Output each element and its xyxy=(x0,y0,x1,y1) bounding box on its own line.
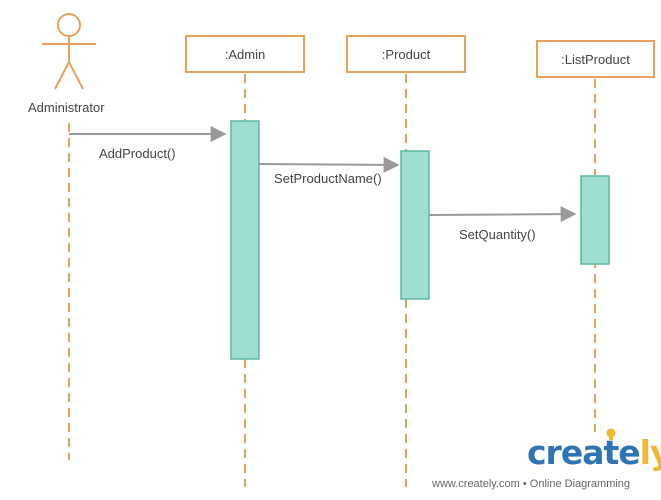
message-arrow-setproductname xyxy=(258,156,400,173)
admin-activation xyxy=(230,120,260,360)
object-admin-label: :Admin xyxy=(224,46,266,62)
creately-tagline[interactable]: www.creately.com • Online Diagramming xyxy=(432,478,631,490)
creately-logo: creately xyxy=(527,436,661,469)
brand-start: create xyxy=(527,433,641,472)
lightbulb-icon xyxy=(606,428,616,440)
listproduct-activation xyxy=(580,175,610,265)
object-listproduct[interactable]: :ListProduct xyxy=(536,40,655,78)
product-activation xyxy=(400,150,430,300)
actor-figure xyxy=(42,13,96,90)
object-admin[interactable]: :Admin xyxy=(185,35,305,73)
object-product[interactable]: :Product xyxy=(346,35,466,73)
message-label-setquantity: SetQuantity() xyxy=(459,227,536,242)
brand-end: ly xyxy=(639,433,661,472)
object-listproduct-label: :ListProduct xyxy=(561,51,630,67)
message-arrow-setquantity xyxy=(428,206,577,223)
actor-name: Administrator xyxy=(28,100,105,115)
message-label-setproductname: SetProductName() xyxy=(274,171,382,186)
message-label-addproduct: AddProduct() xyxy=(99,146,176,161)
object-product-label: :Product xyxy=(381,46,431,62)
